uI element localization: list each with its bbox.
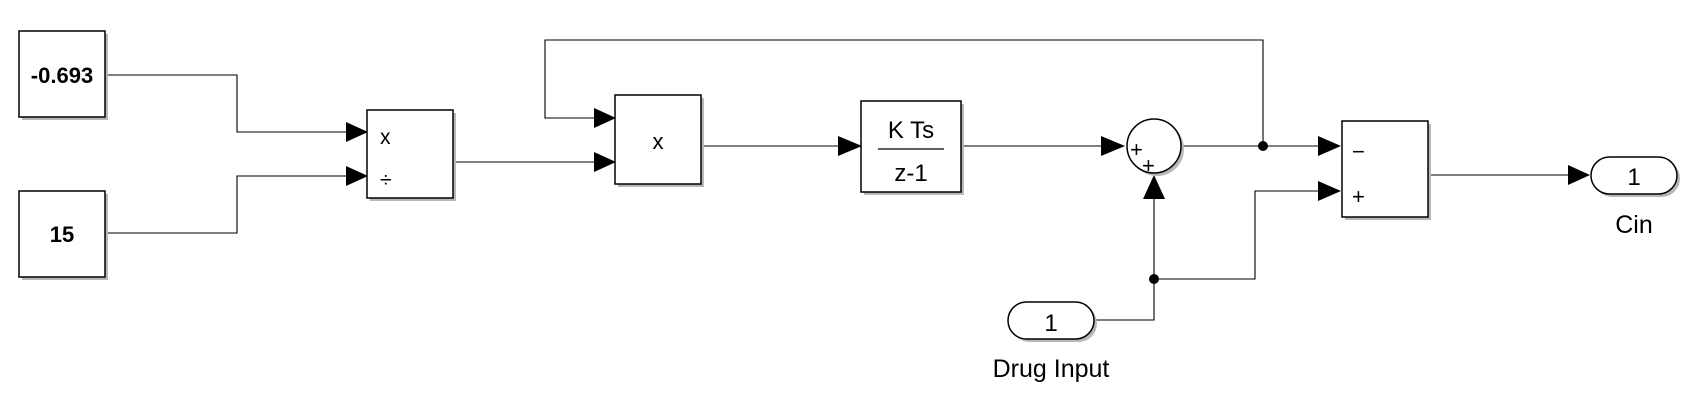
wire-const-a-to-multiply-port (106, 74, 348, 133)
product-block[interactable]: x (614, 94, 704, 187)
sum-sign-bottom: + (1142, 153, 1155, 178)
subtract-minus-sign: − (1352, 139, 1365, 164)
integrator-numerator: K Ts (888, 117, 934, 144)
arrowheads (346, 108, 1590, 201)
inport-number: 1 (1044, 310, 1057, 337)
arrow-subtract-minus (1318, 136, 1341, 156)
arrow-subtract-plus (1318, 181, 1341, 201)
constant-b-value: 15 (50, 222, 74, 247)
sum-block[interactable]: + + (1126, 118, 1184, 178)
multiply-port-label: x (380, 126, 391, 149)
constant-block-a[interactable]: -0.693 (18, 30, 108, 120)
branch-point-feedback (1258, 141, 1268, 151)
arrow-sum-bottom-input (1143, 175, 1165, 199)
product-divide-block[interactable]: x ÷ (366, 109, 456, 201)
subtract-plus-sign: + (1352, 184, 1365, 209)
arrow-divide-port (346, 166, 368, 186)
arrow-product-lower (594, 152, 616, 172)
sum-sign-left: + (1130, 137, 1143, 162)
inport-label: Drug Input (993, 355, 1110, 383)
wire-feedback-loop (544, 39, 1264, 146)
wire-inport-to-sum (1094, 196, 1155, 321)
outport-label: Cin (1615, 211, 1653, 239)
discrete-integrator-block[interactable]: K Ts z-1 (860, 100, 964, 195)
constant-a-value: -0.693 (31, 63, 93, 88)
wire-inport-to-subtract (1154, 190, 1320, 280)
constant-block-b[interactable]: 15 (18, 190, 108, 280)
arrow-multiply-port (346, 122, 368, 142)
arrow-sum-left-input (1101, 136, 1125, 156)
product-symbol: x (653, 129, 664, 154)
arrow-integrator-input (838, 136, 862, 156)
wire-const-b-to-divide-port (106, 175, 348, 234)
integrator-denominator: z-1 (894, 160, 927, 187)
inport-drug-input[interactable]: 1 (1007, 301, 1097, 342)
outport-cin[interactable]: 1 (1590, 156, 1680, 197)
arrow-product-upper (594, 108, 616, 128)
arrow-outport-input (1568, 165, 1590, 185)
branch-point-drug-input (1149, 274, 1159, 284)
divide-port-label: ÷ (380, 169, 392, 192)
wires (106, 39, 1570, 321)
subtract-block[interactable]: − + (1341, 120, 1431, 220)
outport-number: 1 (1627, 164, 1640, 191)
